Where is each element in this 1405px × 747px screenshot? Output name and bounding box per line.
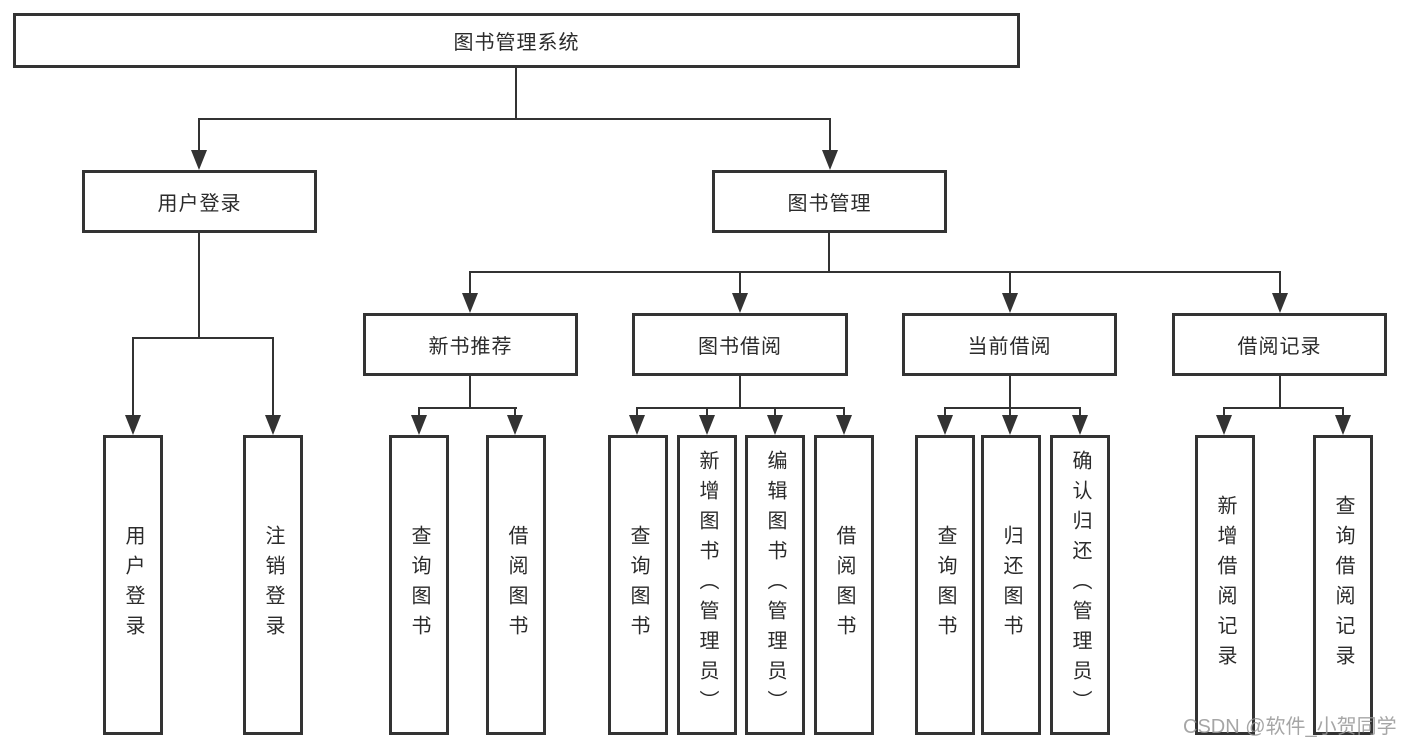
leaf-label: 确认归还（管理员） [1069,450,1091,720]
leaf-label: 查询借阅记录 [1332,495,1354,675]
arrowhead [265,415,281,435]
node-borrowing-records: 借阅记录 [1172,313,1387,376]
leaf-label: 编辑图书（管理员） [764,450,786,720]
leaf-confirm-return-admin: 确认归还（管理员） [1050,435,1110,735]
arrowhead [1002,293,1018,313]
leaf-query-books: 查询图书 [608,435,668,735]
connector-drop [418,407,420,417]
node-user-login: 用户登录 [82,170,317,233]
connector-root-stem [515,68,517,120]
arrowhead [1335,415,1351,435]
connector-drop [469,271,471,295]
csdn-watermark: CSDN @软件_小贺同学 [1183,716,1397,738]
connector-borrow-records-horizontal [1223,407,1344,409]
node-new-book-recommend: 新书推荐 [363,313,578,376]
connector-drop [843,407,845,417]
connector-drop [774,407,776,417]
connector-new-book-stem [469,376,471,409]
connector-drop [198,118,200,152]
node-book-management: 图书管理 [712,170,947,233]
leaf-label: 查询图书 [627,525,649,645]
connector-level3-horizontal [469,271,1281,273]
node-library-management-system: 图书管理系统 [13,13,1020,68]
arrowhead [1002,415,1018,435]
connector-drop [829,118,831,152]
connector-drop [1079,407,1081,417]
connector-drop [944,407,946,417]
arrowhead [191,150,207,170]
leaf-add-book-admin: 新增图书（管理员） [677,435,737,735]
leaf-borrow-books: 借阅图书 [486,435,546,735]
node-current-borrowing: 当前借阅 [902,313,1117,376]
arrowhead [125,415,141,435]
connector-drop [272,337,274,417]
connector-drop [1342,407,1344,417]
connector-drop [1279,271,1281,295]
connector-current-borrow-stem [1009,376,1011,409]
leaf-add-borrow-record: 新增借阅记录 [1195,435,1255,735]
arrowhead [732,293,748,313]
leaf-query-books: 查询图书 [389,435,449,735]
connector-drop [739,271,741,295]
leaf-label: 借阅图书 [505,525,527,645]
connector-level2-horizontal [198,118,831,120]
connector-current-borrow-horizontal [944,407,1081,409]
arrowhead [462,293,478,313]
arrowhead [822,150,838,170]
leaf-query-books: 查询图书 [915,435,975,735]
arrowhead [411,415,427,435]
arrowhead [1072,415,1088,435]
connector-book-borrow-horizontal [636,407,845,409]
leaf-return-books: 归还图书 [981,435,1041,735]
leaf-edit-book-admin: 编辑图书（管理员） [745,435,805,735]
leaf-query-borrow-record: 查询借阅记录 [1313,435,1373,735]
arrowhead [1216,415,1232,435]
connector-new-book-horizontal [418,407,517,409]
connector-user-login-horizontal [132,337,274,339]
leaf-label: 新增图书（管理员） [696,450,718,720]
node-book-borrowing: 图书借阅 [632,313,848,376]
connector-borrow-records-stem [1279,376,1281,409]
leaf-label: 新增借阅记录 [1214,495,1236,675]
leaf-user-login: 用户登录 [103,435,163,735]
arrowhead [629,415,645,435]
connector-drop [706,407,708,417]
leaf-logout: 注销登录 [243,435,303,735]
leaf-label: 查询图书 [934,525,956,645]
arrowhead [767,415,783,435]
connector-drop [132,337,134,417]
arrowhead [836,415,852,435]
connector-book-borrow-stem [739,376,741,409]
connector-drop [514,407,516,417]
leaf-borrow-books: 借阅图书 [814,435,874,735]
connector-drop [1009,407,1011,417]
arrowhead [1272,293,1288,313]
connector-book-management-stem [828,233,830,273]
arrowhead [507,415,523,435]
leaf-label: 查询图书 [408,525,430,645]
connector-drop [1009,271,1011,295]
leaf-label: 用户登录 [122,525,144,645]
leaf-label: 注销登录 [262,525,284,645]
arrowhead [699,415,715,435]
connector-drop [1223,407,1225,417]
connector-drop [636,407,638,417]
connector-user-login-stem [198,233,200,337]
leaf-label: 借阅图书 [833,525,855,645]
leaf-label: 归还图书 [1000,525,1022,645]
arrowhead [937,415,953,435]
